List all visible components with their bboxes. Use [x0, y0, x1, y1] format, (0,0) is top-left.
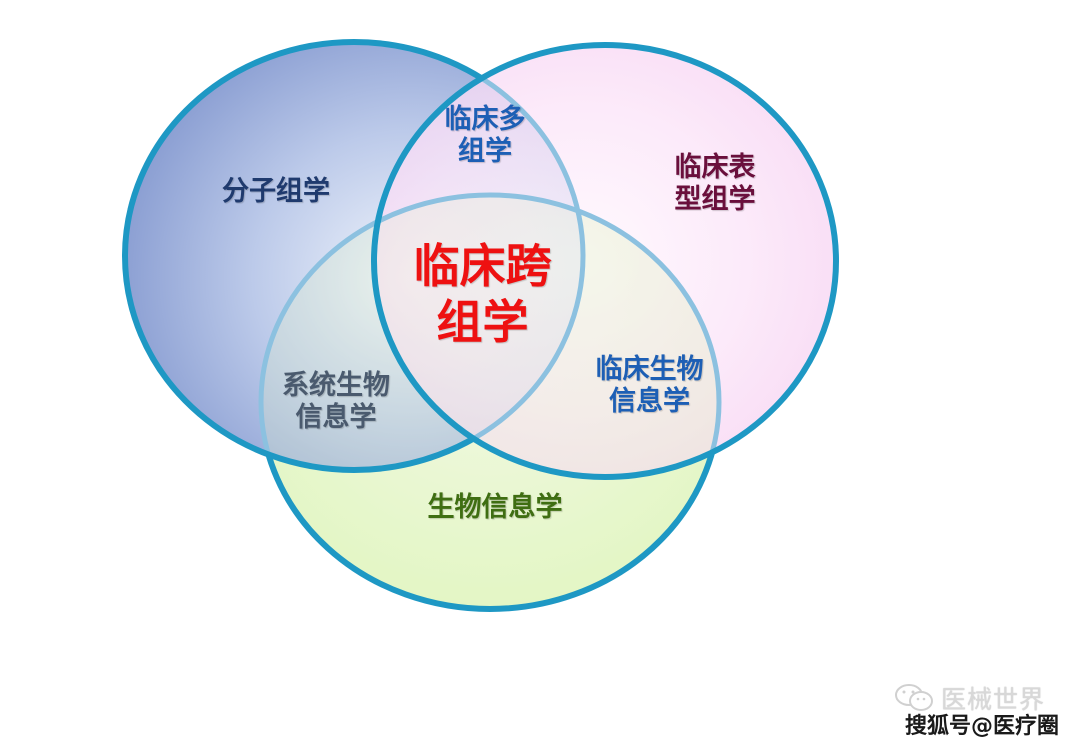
label-clinical-bioinformatics: 临床生物 信息学: [595, 354, 704, 417]
label-systems-bioinformatics: 系统生物 信息学: [282, 370, 390, 433]
label-clinical-phenotype-omics: 临床表 型组学: [674, 152, 756, 215]
watermark-source: 搜狐号@医疗圈: [905, 714, 1060, 739]
label-bioinformatics: 生物信息学: [427, 492, 563, 523]
circle-clinical-phenotype: [374, 45, 836, 477]
watermark-brand-text: 医械世界: [941, 685, 1046, 714]
label-molecular-omics: 分子组学: [222, 176, 330, 207]
label-clinical-multi-omics: 临床多 组学: [444, 104, 526, 167]
watermark-brand: 医械世界: [893, 680, 1045, 716]
wechat-icon: [893, 683, 939, 713]
label-clinical-trans-omics: 临床跨 组学: [413, 239, 552, 350]
